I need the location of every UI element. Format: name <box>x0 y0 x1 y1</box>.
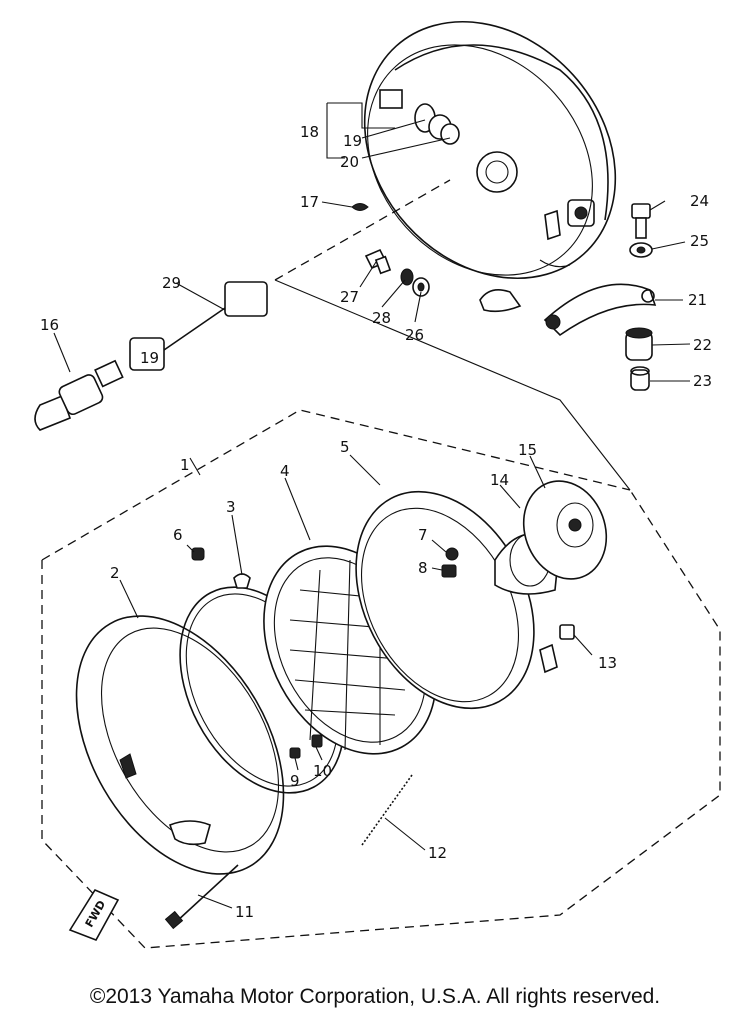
callout-10: 10 <box>313 762 332 780</box>
callout-3: 3 <box>226 498 236 516</box>
callout-25: 25 <box>690 232 709 250</box>
callout-19: 19 <box>343 132 362 150</box>
callout-12: 12 <box>428 844 447 862</box>
callout-24: 24 <box>690 192 709 210</box>
headlight-body-shell <box>363 20 617 280</box>
callout-14: 14 <box>490 471 509 489</box>
callout-18: 18 <box>300 123 319 141</box>
nut-8 <box>441 564 457 578</box>
dust-cover-15 <box>522 480 608 580</box>
damper-22 <box>625 327 653 361</box>
nut-10 <box>311 734 323 748</box>
fwd-arrow-icon: FWD <box>68 888 120 941</box>
copyright-footer: ©2013 Yamaha Motor Corporation, U.S.A. A… <box>89 985 661 1008</box>
callout-15: 15 <box>518 441 537 459</box>
callout-23: 23 <box>693 372 712 390</box>
callout-29: 29 <box>162 274 181 292</box>
callout-27: 27 <box>340 288 359 306</box>
rim-2 <box>75 615 285 875</box>
connector-label: 19 <box>140 349 159 367</box>
screw-9 <box>289 747 301 759</box>
collar-23 <box>630 366 650 391</box>
callout-7: 7 <box>418 526 428 544</box>
callout-21: 21 <box>688 291 707 309</box>
callout-11: 11 <box>235 903 254 921</box>
callout-6: 6 <box>173 526 183 544</box>
callout-2: 2 <box>110 564 120 582</box>
callout-28: 28 <box>372 309 391 327</box>
callout-4: 4 <box>280 462 290 480</box>
bracket-21 <box>479 283 657 337</box>
callout-5: 5 <box>340 438 350 456</box>
callout-26: 26 <box>405 326 424 344</box>
assembly-group-outline <box>41 179 721 949</box>
wire-harness-29: 19 <box>129 281 268 371</box>
callout-17: 17 <box>300 193 319 211</box>
screw-17 <box>351 203 369 211</box>
callout-labels: 1 2 3 4 5 6 7 8 9 10 11 12 13 14 15 16 1… <box>40 123 712 921</box>
screw-6 <box>191 547 205 561</box>
bolt-24 <box>631 203 651 239</box>
washer-26 <box>412 277 430 297</box>
callout-9: 9 <box>290 772 300 790</box>
callout-20: 20 <box>340 153 359 171</box>
callout-22: 22 <box>693 336 712 354</box>
nut-13 <box>559 624 575 640</box>
callout-13: 13 <box>598 654 617 672</box>
bolt-27 <box>364 248 392 275</box>
spring-12 <box>361 774 413 846</box>
washer-25 <box>629 242 653 258</box>
callout-1: 1 <box>180 456 190 474</box>
callout-8: 8 <box>418 559 428 577</box>
callout-16: 16 <box>40 316 59 334</box>
screw-7 <box>445 547 459 561</box>
screw-11 <box>164 864 239 930</box>
bulb-16 <box>34 359 124 431</box>
leader-lines <box>53 102 691 909</box>
